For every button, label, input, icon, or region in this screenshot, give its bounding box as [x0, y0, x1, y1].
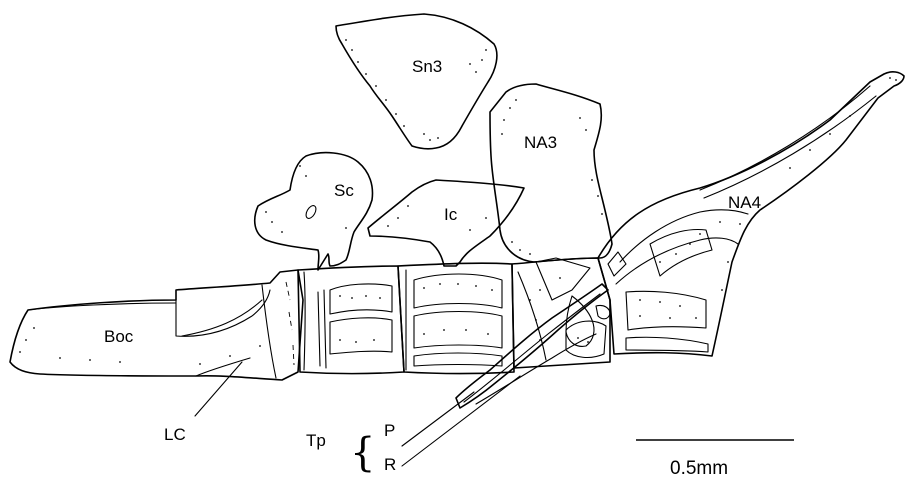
vertebra-4 — [598, 72, 904, 356]
label-p: P — [384, 421, 395, 440]
stipple-shading — [19, 39, 897, 365]
label-sc: Sc — [334, 181, 354, 200]
label-boc: Boc — [104, 327, 134, 346]
label-ic: Ic — [444, 205, 458, 224]
vertebra-2 — [398, 263, 514, 373]
label-r: R — [384, 455, 396, 474]
label-na4: NA4 — [728, 193, 761, 212]
lc-leader-line — [195, 362, 242, 416]
scaphium-bone — [255, 153, 373, 270]
label-lc: LC — [164, 425, 186, 444]
scale-bar: 0.5mm — [636, 440, 794, 479]
label-na3: NA3 — [524, 133, 557, 152]
basioccipital-bone — [10, 270, 303, 380]
tripus-leader-lines — [402, 376, 520, 466]
supraneural-3-bone — [336, 14, 497, 149]
neural-arch-3-bone — [490, 84, 612, 262]
tp-brace-icon: { — [350, 430, 375, 476]
label-tp: Tp — [306, 431, 326, 450]
vertebra-1 — [298, 266, 404, 374]
label-sn3: Sn3 — [412, 57, 442, 76]
scale-bar-label: 0.5mm — [670, 458, 728, 479]
